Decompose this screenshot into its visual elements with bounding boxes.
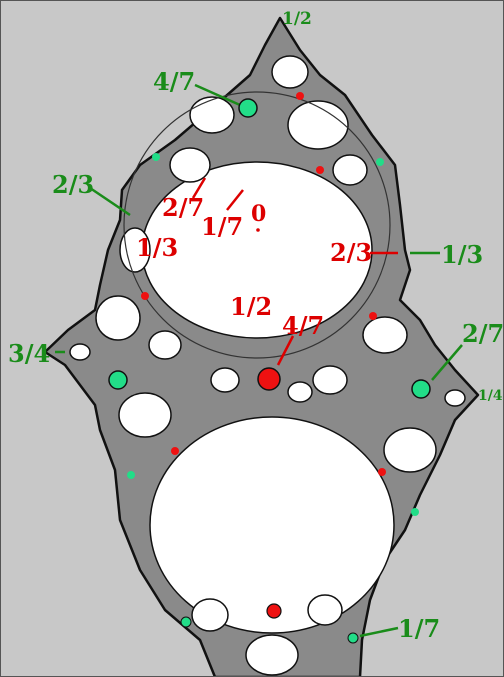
small-bulb-b [287,381,313,403]
lower-left-bulb [118,392,172,438]
label-right-two-sevenths: 2/7 [462,319,504,348]
green-point-small-c [411,508,419,516]
left-mid-bulb [119,227,151,273]
left-upper-bulb [169,147,211,183]
upper-right-bulb [287,100,349,150]
label-top-half: 1/2 [282,9,312,29]
label-inner-one-half: 1/2 [230,292,272,321]
red-point-small-e [171,447,179,455]
label-left-three-quarters: 3/4 [8,339,50,368]
red-point-small-b [141,292,149,300]
label-right-one-quarter: 1/4 [478,388,503,404]
pointer-one-seventh-bottom [359,626,399,638]
small-bulb-a [210,367,240,393]
labels: 1/2 4/7 2/3 2/7 1/3 1/7 0 2/3 1/3 1/2 4/… [8,9,504,643]
label-inner-four-sevenths: 4/7 [282,311,324,340]
label-left-two-thirds: 2/3 [52,170,94,199]
reference-circle [123,91,391,359]
pointer-two-sevenths-right [431,344,463,381]
label-inner-one-seventh: 1/7 [201,212,243,241]
top-bulb [271,55,309,89]
label-inner-two-sevenths: 2/7 [162,193,204,222]
red-point-small-d [369,312,377,320]
right-tip-bulb [444,389,466,407]
label-inner-two-thirds: 2/3 [330,238,372,267]
right-inner-bulb [312,365,348,395]
lower-bulb [149,416,395,634]
upper-left-bulb [189,96,235,134]
bottom-bulb [245,634,299,676]
green-point-bottom [347,632,359,644]
green-point-small-a [152,153,160,161]
pointer-four-sevenths-inner [276,335,295,366]
bottom-right-bulb [307,594,343,626]
pointer-four-sevenths-top [194,83,241,107]
green-point-large-left [108,370,128,390]
green-point-large-right [411,379,431,399]
pointer-two-thirds-left [89,186,131,217]
label-inner-zero: 0 [251,201,266,227]
pointer-lines [55,83,463,638]
left-lobe-bulb [95,295,141,341]
red-point-small-c [296,92,304,100]
label-right-one-third: 1/3 [441,240,483,269]
label-top-four-sevenths: 4/7 [153,67,195,96]
pointer-one-seventh-inner [226,189,244,211]
red-point-large-center [257,367,281,391]
left-inner-bulb [148,330,182,360]
label-inner-one-third: 1/3 [136,233,178,262]
left-tip-bulb [69,343,91,361]
pointer-two-sevenths-inner [191,177,207,199]
red-point-small-a [316,166,324,174]
green-point-large-top [238,98,258,118]
label-bottom-one-seventh: 1/7 [398,614,440,643]
red-point-small-f [378,468,386,476]
periodic-points [108,92,431,644]
red-point-bottom [266,603,282,619]
green-point-small-b [376,158,384,166]
right-lobe-bulb [362,316,408,354]
green-point-small-d [127,471,135,479]
right-upper-bulb [332,154,368,186]
bottom-left-bulb [191,598,229,632]
lower-right-bulb [383,427,437,473]
green-point-bottom-left [180,616,192,628]
fatou-components [69,55,466,676]
origin-dot [256,228,260,232]
